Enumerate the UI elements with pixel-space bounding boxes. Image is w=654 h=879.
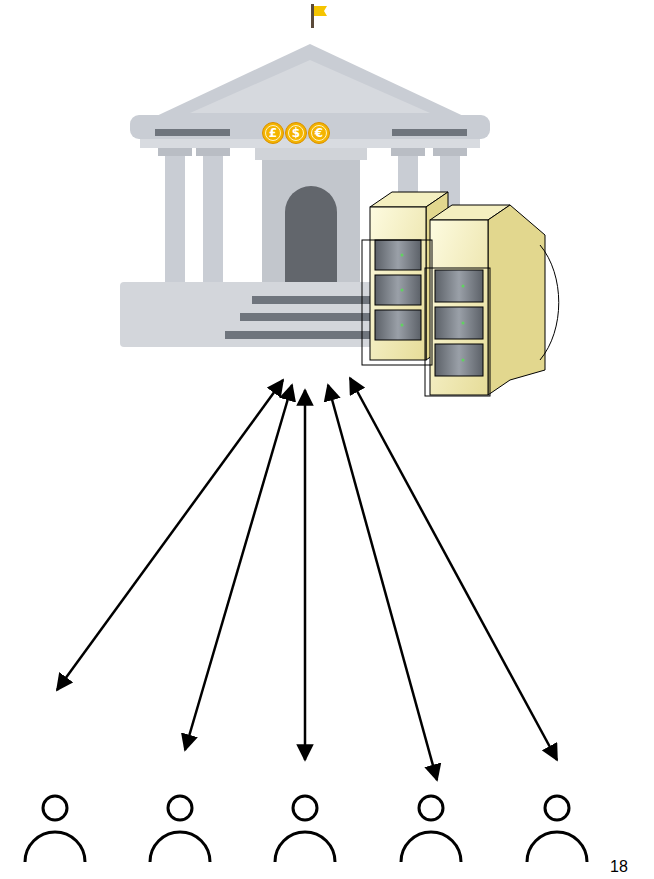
coin-rim xyxy=(263,123,284,144)
currency-coin: $ xyxy=(285,122,307,144)
server-racks xyxy=(362,192,559,396)
door xyxy=(285,186,337,292)
coin-ring xyxy=(312,126,327,141)
roof-pediment xyxy=(148,44,472,120)
coin-ring xyxy=(266,126,281,141)
currency-coin: £ xyxy=(262,122,284,144)
portal-top xyxy=(255,148,367,160)
frieze-bar xyxy=(155,129,230,136)
currency-symbol: € xyxy=(315,127,323,139)
user-icons xyxy=(25,796,587,862)
step xyxy=(252,296,370,304)
access-arrows xyxy=(57,378,557,780)
frieze-bar xyxy=(392,129,467,136)
flag-pole xyxy=(311,4,314,28)
currency-coin: € xyxy=(308,122,330,144)
flag xyxy=(314,6,327,16)
currency-symbol: £ xyxy=(269,127,277,139)
architrave xyxy=(140,139,480,148)
step xyxy=(240,313,382,321)
coin-rim xyxy=(286,123,307,144)
coin-rim xyxy=(309,123,330,144)
currency-symbol: $ xyxy=(292,127,300,139)
coin-ring xyxy=(289,126,304,141)
server-leds xyxy=(401,254,465,362)
roof-inner xyxy=(190,60,430,113)
page-number: 18 xyxy=(610,858,628,876)
